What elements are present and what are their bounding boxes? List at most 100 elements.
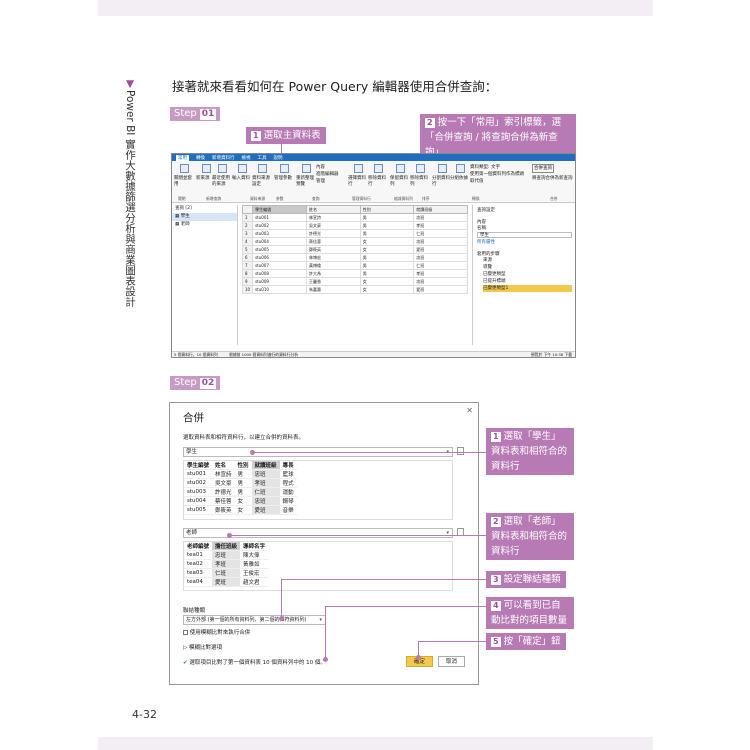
t1-col-header-selected[interactable]: 就讀班級 [251,461,280,470]
enter-data-icon [237,164,247,173]
tab-home[interactable]: 常用 [176,154,189,161]
tab-transform[interactable]: 轉換 [196,155,205,161]
keep-rows-button[interactable]: 保留資料列 [390,164,410,190]
group-by-button[interactable]: 分組依據 [450,164,470,190]
table-cell: 許大為 [305,269,361,278]
all-properties-link[interactable]: 所有屬性 [477,240,495,245]
applied-step[interactable]: 已變更類型 [483,272,506,277]
ribbon: 關閉並套用 新來源 最近使用的來源 輸入資料 資料來源設定 管理參數 重新整理預… [172,161,575,203]
refresh-preview-button[interactable]: 重新整理預覽 [296,164,316,190]
t2-col-header[interactable]: 老師編號 [184,542,213,551]
column-header[interactable]: 姓名 [305,205,361,214]
data-source-icon [257,164,267,173]
new-source-icon [201,164,211,173]
table-cell: tea04 [184,577,213,587]
fuzzy-checkbox-row[interactable]: 使用模糊比對來執行合併 [183,628,250,636]
combine-group: 合併查詢 將查詢合併為新查詢 [532,164,573,182]
close-apply-button[interactable]: 關閉並套用 [174,164,194,190]
t1-col-header[interactable]: 姓名 [212,461,235,470]
name-label: 名稱 [477,226,486,231]
top-band [98,0,653,16]
close-icon[interactable]: ✕ [466,406,473,415]
callout-line [281,579,282,619]
split-column-button[interactable]: 分割資料行 [432,164,452,190]
column-header[interactable]: 學生編號 [252,205,307,214]
remove-rows-icon [415,164,425,173]
query-item-students[interactable]: ▦ 學生 [172,213,237,221]
column-header[interactable]: 性別 [359,205,415,214]
match-result: ✔ 選取項目比對了第一個資料表 10 個資料列中的 10 個。 [183,660,326,666]
choose-columns-button[interactable]: 選擇資料行 [348,164,368,190]
table-cell: 忠班 [413,253,468,262]
table-cell: 愛班 [413,285,468,294]
applied-step[interactable]: 導覽 [483,265,492,270]
table2-select[interactable]: 老師 [183,528,453,538]
table-cell: 女 [359,277,415,286]
file-icon[interactable] [457,447,464,455]
parameters-icon [279,164,289,173]
t2-col-header[interactable]: 導師名字 [240,542,269,551]
query-item-teachers[interactable]: ▦ 老師 [175,222,190,227]
tab-add-column[interactable]: 新增資料行 [212,155,235,161]
grid-header-row: 學生編號 姓名 性別 就讀班級 [241,205,468,214]
applied-step[interactable]: 已提升標頭 [483,279,506,284]
tab-help[interactable]: 說明 [273,155,283,161]
t2-col-header-selected[interactable]: 擔任班級 [212,542,241,551]
join-kind-select[interactable]: 左方外部 (第一個的所有資料列，第二個的相符資料列) [183,615,326,625]
applied-step[interactable]: 已變更類型1 [483,285,572,292]
query-name-input[interactable]: 學生 [477,232,572,238]
new-source-button[interactable]: 新來源 [196,164,216,190]
remove-rows-button[interactable]: 移除資料列 [410,164,430,190]
table-cell: stu002 [252,221,307,230]
cancel-button[interactable]: 取消 [438,656,465,667]
queries-header: 查詢 [2] [175,206,192,211]
table-cell: stu003 [184,487,213,497]
callout-line [418,641,486,642]
fuzzy-options-toggle[interactable]: ▷ 模糊比對選項 [183,645,222,651]
table-cell: 女 [234,505,252,515]
tab-tools[interactable]: 工具 [257,155,267,161]
table-cell: 林宣詩 [212,469,235,479]
data-source-settings-button[interactable]: 資料來源設定 [252,164,272,190]
column-header[interactable]: 就讀班級 [413,205,468,214]
properties-group[interactable]: 內容進階編輯器管理 [316,165,339,184]
recent-sources-button[interactable]: 最近使用的來源 [212,164,232,190]
transform-group[interactable]: 資料類型: 文字使用第一個資料列作為標頭取代值 [470,165,524,184]
intro-text: 接著就來看看如何在 Power Query 編輯器使用合併查詢： [172,79,498,94]
t1-col-header[interactable]: 性別 [234,461,252,470]
callout-line [281,579,486,580]
keep-rows-icon [395,164,405,173]
t1-col-header[interactable]: 學生編號 [184,461,213,470]
manage-parameters-button[interactable]: 管理參數 [274,164,294,190]
applied-step[interactable]: 來源 [483,258,492,263]
fuzzy-checkbox[interactable] [183,630,188,635]
merge-as-new-item[interactable]: 將查詢合併為新查詢 [532,176,573,181]
merge-queries-button[interactable]: 合併查詢 [532,164,554,173]
table-cell: stu008 [252,269,307,278]
remove-columns-button[interactable]: 移除資料行 [368,164,388,190]
tab-view[interactable]: 檢視 [241,155,251,161]
t1-col-header[interactable]: 專長 [279,461,297,470]
enter-data-button[interactable]: 輸入資料 [232,164,252,190]
